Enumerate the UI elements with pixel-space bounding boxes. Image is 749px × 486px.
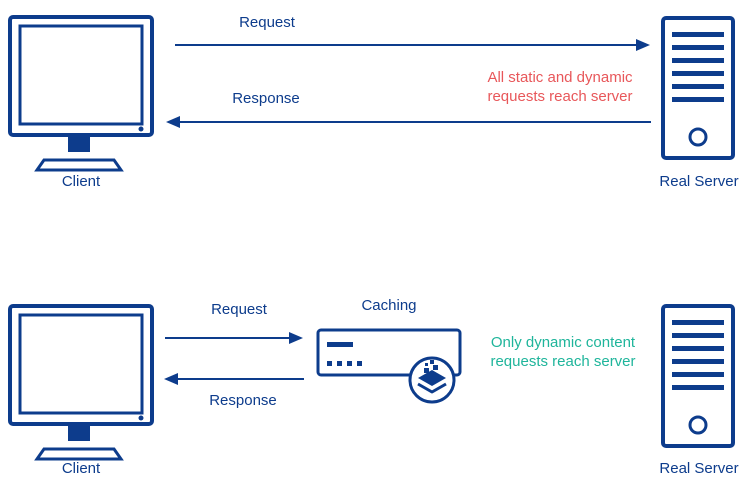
bottom-client-label: Client xyxy=(61,460,101,477)
top-client-label: Client xyxy=(61,173,101,190)
bottom-client-monitor-icon xyxy=(8,304,154,461)
top-response-arrow xyxy=(166,116,651,128)
bottom-request-label: Request xyxy=(211,301,267,318)
top-server-label: Real Server xyxy=(659,173,739,190)
top-server-tower-icon xyxy=(661,16,735,160)
bottom-note: Only dynamic content requests reach serv… xyxy=(490,333,635,371)
bottom-response-label: Response xyxy=(209,392,277,409)
top-note-line2: requests reach server xyxy=(487,88,633,105)
top-client-monitor-icon xyxy=(8,15,154,172)
caching-label: Caching xyxy=(361,297,417,314)
bottom-request-arrow xyxy=(165,332,303,344)
top-request-arrow xyxy=(175,39,650,51)
top-note-line1: All static and dynamic xyxy=(487,69,633,86)
top-note: All static and dynamic requests reach se… xyxy=(487,68,632,106)
bottom-server-tower-icon xyxy=(661,304,735,448)
layers-icon xyxy=(417,360,447,394)
bottom-note-line2: requests reach server xyxy=(490,353,636,370)
cache-appliance-icon xyxy=(316,328,462,404)
bottom-server-label: Real Server xyxy=(659,460,739,477)
bottom-response-arrow xyxy=(164,373,304,385)
bottom-note-line1: Only dynamic content xyxy=(490,334,636,351)
top-response-label: Response xyxy=(232,90,300,107)
top-request-label: Request xyxy=(239,14,295,31)
